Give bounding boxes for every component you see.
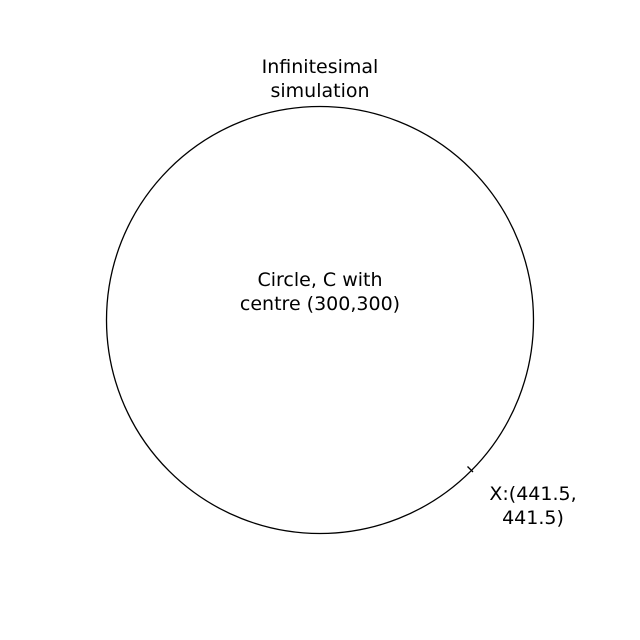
point-x-marker xyxy=(467,466,474,473)
centre-label-line-2: centre (300,300) xyxy=(239,293,401,315)
circle-centre-label: Circle, C with centre (300,300) xyxy=(200,268,440,316)
centre-label-line-1: Circle, C with xyxy=(257,269,383,291)
title-line-1: Infinitesimal xyxy=(261,56,379,78)
circle-c xyxy=(105,105,535,535)
title-line-2: simulation xyxy=(270,80,370,102)
point-label-line-2: 441.5) xyxy=(502,507,564,529)
diagram-title: Infinitesimal simulation xyxy=(220,55,420,103)
point-label-line-1: X:(441.5, xyxy=(489,483,577,505)
point-x-label: X:(441.5, 441.5) xyxy=(463,482,603,530)
